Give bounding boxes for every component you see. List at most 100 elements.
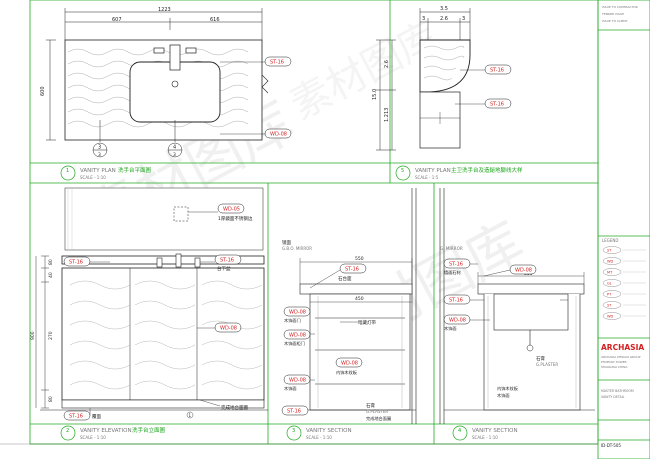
plan-dim-right: 616 [210, 17, 220, 23]
s3-note-a: 石台面 [338, 275, 352, 282]
detail-dim-v2: 1.213 [384, 108, 390, 122]
elev-tag-door: WD-08 [214, 322, 242, 333]
detail-tag-a: ST-16 [484, 64, 512, 75]
s4-note-inner2: 木饰面 [497, 392, 510, 399]
detail-tag-a-text: ST-16 [490, 68, 504, 74]
plan-section-a: 3 [98, 145, 101, 151]
tb-drawing-title-2: VANITY DETAIL [601, 395, 625, 399]
elev-plan-label: 1 [189, 413, 192, 418]
legend-swatch [602, 290, 622, 298]
elevation-counter [61, 255, 265, 265]
s3-tag-floor-text: ST-16 [287, 409, 301, 415]
tb-company-sub-2: PHOENIX TOWER [601, 360, 627, 364]
elev-tag-bottom: ST-16 覆面 [63, 410, 101, 421]
legend-swatch [602, 279, 622, 287]
legend-swatch [602, 301, 622, 309]
elev-note-top: 1厚鏡面不锈钢边 [218, 215, 253, 222]
panel-vanity-section-3: 550 450 镜面 G.B.O. MIRROR ST-16 石台面 WD-08… [281, 188, 417, 441]
s4-label-plaster: 石膏 [536, 355, 545, 362]
plan-tag-bottom: WD-08 [264, 128, 292, 139]
panel-vanity-section-4: 350 G. MIRROR ST-16 墙面石材 WD-08 ST-16 WD-… [439, 188, 595, 441]
s3-label-plaster-en: G.PLASTER [366, 409, 388, 414]
p1-title: VANITY PLAN [80, 168, 116, 174]
p4-number: 4 [458, 428, 461, 434]
p3-title: VANITY SECTION [306, 428, 352, 434]
elev-dim-v4: 80 [48, 396, 54, 402]
detail-dim-b: 2.6 [440, 16, 448, 22]
s4-tag-a: ST-16 墙面石材 [443, 258, 471, 276]
tb-company-sub-3: SHANGHAI CHINA [601, 365, 628, 369]
p2-title: VANITY ELEVATION [80, 428, 132, 434]
tb-drawing-title-1: MASTER BATHROOM [601, 389, 634, 393]
s3-tag-b: WD-08 木饰面门 [283, 306, 311, 324]
s3-note-floor: 完成地台面圖 [366, 415, 391, 422]
detail-dim-a: 3 [422, 16, 425, 22]
s4-label-plaster-en: G.PLASTER [536, 362, 558, 367]
s4-label-mirror: G. MIRROR [440, 246, 463, 251]
legend-code: ST [607, 249, 612, 253]
detail-tag-b-text: ST-16 [490, 102, 504, 108]
elev-tag-mid-left-text: ST-16 [69, 260, 83, 266]
s3-tag-floor: ST-16 [281, 405, 309, 416]
p1-scale: SCALE - 1:10 [80, 175, 106, 180]
detail-dim-top: 3.5 [440, 6, 448, 12]
tb-drawing-no: ID-DT-505 [601, 443, 621, 448]
legend-swatch [602, 246, 622, 254]
tb-company-sub-1: ARCHASIA DESIGN GROUP [601, 355, 641, 359]
faucet [153, 44, 197, 71]
plan-section-a-ref: 3 [98, 152, 101, 158]
p2-scale: SCALE - 1:10 [80, 435, 106, 440]
s3-tag-c: WD-08 木饰面柜门 [283, 329, 311, 347]
legend-code: GL [607, 282, 612, 286]
s4-tag-d: WD-08 木饰面 [443, 314, 471, 332]
panel-vanity-plan: 1223 607 616 600 [40, 7, 292, 181]
basin [129, 61, 221, 123]
s4-tag-d-text: WD-08 [449, 318, 466, 324]
s3-note-f: 木饰面 [284, 385, 297, 392]
plan-dim-total: 1223 [158, 7, 171, 13]
title-block: ISSUE TO CONTRACTOR TENDER ISSUE ISSUE T… [601, 5, 646, 448]
elev-note-mid: 台下盆 [217, 265, 231, 272]
detail-dim-v1: 2.6 [384, 60, 390, 68]
p4-title: VANITY SECTION [472, 428, 518, 434]
elev-tag-top-text: WD-05 [223, 207, 240, 213]
detail-dim-c: 3 [462, 16, 465, 22]
legend-code: WD [607, 260, 614, 264]
elev-dim-total: 900 [30, 331, 36, 340]
s4-tag-b: WD-08 [509, 264, 537, 275]
s3-dim-a: 550 [355, 256, 364, 262]
plan-section-b-ref: 3 [173, 152, 176, 158]
legend-swatch [602, 257, 622, 265]
s4-tag-c: ST-16 [443, 294, 471, 305]
p3-number: 3 [292, 428, 295, 434]
elev-tag-mid-left: ST-16 [63, 256, 91, 267]
s3-tag-a: ST-16 石台面 [338, 263, 367, 282]
s3-label-plaster: 石膏 [366, 402, 375, 409]
elev-note-ground: 完成地台面圖 [221, 404, 248, 411]
elev-tag-mid-right-text: ST-16 [220, 258, 234, 264]
plan-tag-top: ST-16 [264, 56, 292, 67]
s4-note-inner: 内饰木纹板 [497, 385, 519, 392]
p2-number: 2 [66, 428, 69, 434]
elev-tag-bottom-text: ST-16 [69, 414, 83, 420]
basin-drain [171, 80, 179, 88]
legend-code: ST [607, 304, 612, 308]
plan-tag-top-text: ST-16 [270, 60, 284, 66]
legend-swatch [602, 268, 622, 276]
s4-tag-b-text: WD-08 [515, 268, 532, 274]
s3-label-mirror: G.B.O. MIRROR [282, 246, 312, 251]
p4-scale: SCALE - 1:10 [472, 435, 498, 440]
s3-note-c: 木饰面柜门 [284, 340, 305, 347]
detail-tag-b: ST-16 [484, 98, 512, 109]
p2-title-cn: 洗手台立面圖 [132, 426, 166, 434]
plan-dim-height: 600 [40, 86, 46, 96]
plan-dim-left: 607 [112, 17, 122, 23]
p1-number: 1 [66, 168, 69, 174]
s4-tag-a-text: ST-16 [449, 262, 463, 268]
elev-dim-v1: 80 [48, 259, 54, 265]
legend-swatch [602, 312, 622, 320]
p5-title-cn: 主卫洗手台及造鉍地腳线大样 [451, 166, 523, 174]
elevation-cabinet [61, 267, 265, 401]
s3-tag-e-text: WD-08 [341, 361, 358, 367]
